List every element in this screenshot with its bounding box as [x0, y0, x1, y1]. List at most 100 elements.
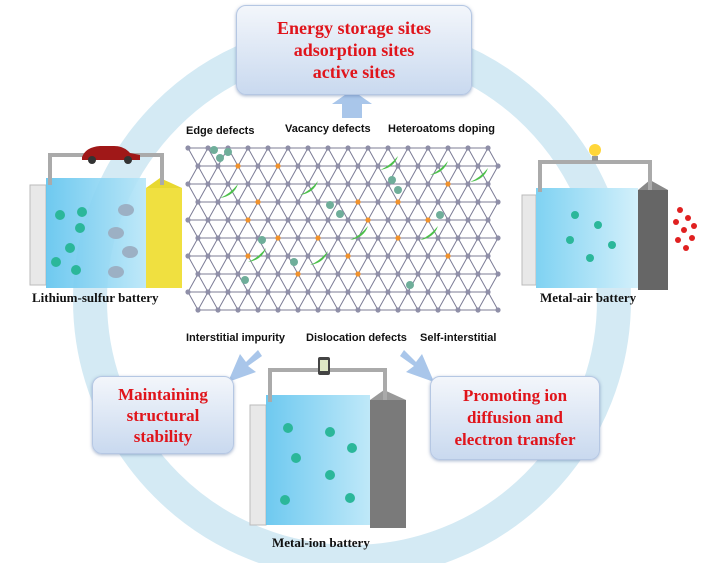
lattice-bond: [267, 255, 279, 275]
lattice-atom: [335, 235, 341, 241]
lattice-bond: [327, 183, 339, 203]
lattice-bond: [367, 201, 379, 221]
lattice-atom: [305, 145, 311, 151]
lattice-bond: [197, 147, 209, 167]
lattice-atom: [245, 289, 251, 295]
lattice-atom: [285, 181, 291, 187]
lattice-bond: [277, 219, 289, 239]
adsorbed-ion: [336, 210, 344, 218]
lattice-bond: [427, 273, 439, 293]
lattice-atom: [465, 145, 471, 151]
lattice-atom: [245, 253, 251, 259]
label-metal-air: Metal-air battery: [540, 290, 637, 305]
lattice-atom: [485, 181, 491, 187]
lattice-bond: [327, 273, 339, 293]
lattice-bond: [297, 147, 309, 167]
lattice-bond: [307, 165, 319, 185]
lattice-bond: [427, 183, 439, 203]
lattice-bond: [277, 255, 289, 275]
lattice-bond: [417, 183, 429, 203]
lattice-bond: [487, 273, 499, 293]
label-vacancy-defects: Vacancy defects: [285, 123, 371, 135]
lattice-bond: [447, 291, 459, 311]
lattice-atom: [335, 199, 341, 205]
lattice-atom: [395, 307, 401, 313]
lattice-atom: [295, 271, 301, 277]
lattice-bond: [297, 165, 309, 185]
lattice-bond: [367, 147, 379, 167]
lattice-atom: [425, 181, 431, 187]
lattice-bond: [297, 273, 309, 293]
lattice-bond: [257, 165, 269, 185]
lattice-bond: [327, 255, 339, 275]
lattice-bond: [477, 237, 489, 257]
label-metal-ion: Metal-ion battery: [272, 535, 370, 550]
adsorbed-ion: [436, 211, 444, 219]
lattice-bond: [387, 273, 399, 293]
lattice-bond: [457, 165, 469, 185]
right-box-line: diffusion and: [467, 408, 563, 427]
lattice-atom: [305, 253, 311, 259]
lattice-bond: [407, 219, 419, 239]
lattice-bond: [457, 219, 469, 239]
lattice-bond: [217, 219, 229, 239]
lattice-bond: [457, 255, 469, 275]
lattice-atom: [375, 271, 381, 277]
lattice-bond: [467, 165, 479, 185]
lattice-atom: [475, 199, 481, 205]
lattice-bond: [357, 291, 369, 311]
lattice-bond: [417, 255, 429, 275]
lattice-atom: [275, 199, 281, 205]
lattice-bond: [277, 273, 289, 293]
lattice-bond: [427, 291, 439, 311]
lattice-bond: [397, 237, 409, 257]
lattice-atom: [305, 181, 311, 187]
lattice-bond: [347, 183, 359, 203]
lattice-atom: [455, 163, 461, 169]
lattice-atom: [275, 163, 281, 169]
lattice-bond: [337, 291, 349, 311]
car-icon: [82, 146, 140, 164]
lattice-atom: [495, 235, 501, 241]
lattice-bond: [417, 147, 429, 167]
lattice-bond: [347, 147, 359, 167]
lattice-atom: [185, 289, 191, 295]
lattice-bond: [187, 273, 199, 293]
lattice-bond: [197, 219, 209, 239]
lattice-bond: [397, 219, 409, 239]
lattice-bond: [387, 255, 399, 275]
lattice-atom: [285, 145, 291, 151]
lattice-bond: [237, 237, 249, 257]
lattice-atom: [425, 145, 431, 151]
phone-icon: [318, 357, 330, 375]
lattice-bond: [247, 291, 259, 311]
lattice-atom: [245, 181, 251, 187]
lattice-bond: [237, 147, 249, 167]
lattice-bond: [417, 237, 429, 257]
label-dislocation-defects: Dislocation defects: [306, 332, 407, 344]
lattice-atom: [345, 217, 351, 223]
adsorbed-ion: [224, 148, 232, 156]
lattice-atom: [305, 217, 311, 223]
lattice-atom: [315, 307, 321, 313]
lattice-bond: [307, 273, 319, 293]
lattice-bond: [317, 183, 329, 203]
lattice-bond: [267, 183, 279, 203]
lattice-bond: [317, 291, 329, 311]
lattice-atom: [485, 217, 491, 223]
lattice-bond: [367, 237, 379, 257]
lattice-bond: [267, 147, 279, 167]
lattice-bond: [267, 237, 279, 257]
lattice-atom: [185, 253, 191, 259]
lattice-bond: [357, 237, 369, 257]
lattice-bond: [447, 237, 459, 257]
lattice-atom: [255, 199, 261, 205]
lattice-bond: [257, 147, 269, 167]
lattice-bond: [187, 165, 199, 185]
lattice-atom: [455, 271, 461, 277]
lattice-bond: [357, 147, 369, 167]
lattice-bond: [257, 273, 269, 293]
lattice-atom: [275, 271, 281, 277]
lattice-atom: [455, 235, 461, 241]
